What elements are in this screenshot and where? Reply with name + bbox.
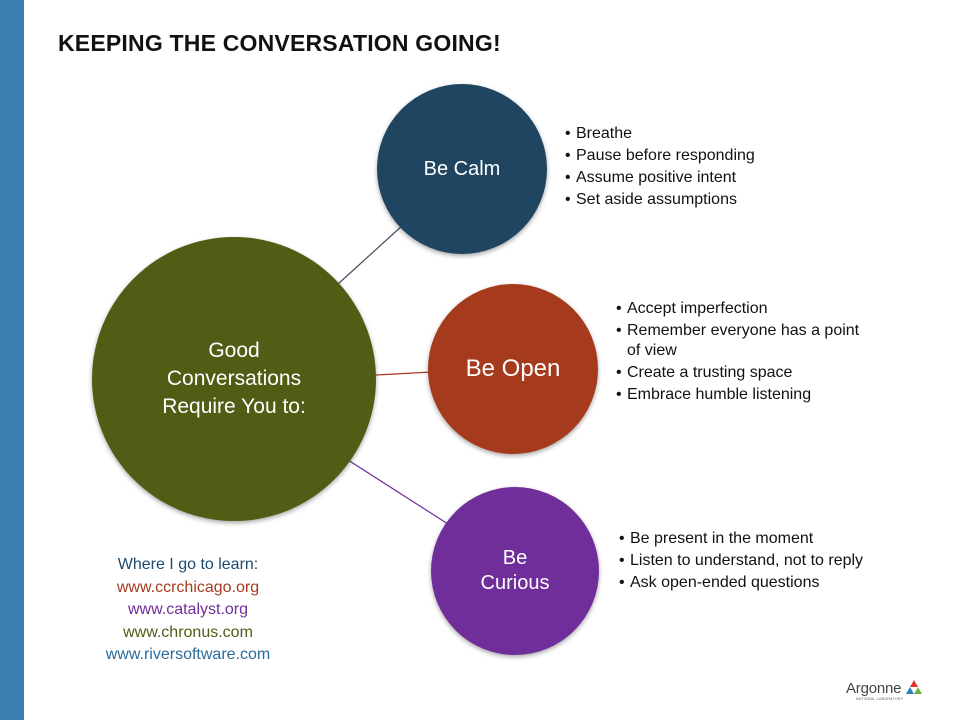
be-curious-circle: Be Curious [431,487,599,655]
logo-wordmark: Argonne [846,680,902,697]
resources-block: Where I go to learn: www.ccrchicago.org … [80,554,296,667]
bullet-item: Remember everyone has a point of view [616,321,866,361]
be-calm-circle: Be Calm [377,84,547,254]
left-accent-band [0,0,24,720]
bullet-item: Breathe [565,124,815,144]
center-circle-label: Good Conversations Require You to: [162,339,306,418]
bullet-item: Ask open-ended questions [619,573,869,593]
be-curious-label: Be Curious [480,547,550,594]
argonne-logo: Argonne NATIONAL LABORATORY [846,680,926,710]
be-open-label: Be Open [465,355,561,382]
be-curious-bullet-list: Be present in the moment Listen to under… [619,529,869,595]
logo-mark-blue [906,687,914,694]
connector-open [375,371,433,376]
be-calm-bullet-list: Breathe Pause before responding Assume p… [565,124,815,212]
connector-curious [347,459,449,525]
bullet-item: Set aside assumptions [565,190,815,210]
resource-link-ccrchicago[interactable]: www.ccrchicago.org [116,578,260,596]
bullet-item: Create a trusting space [616,363,866,383]
bullet-item: Pause before responding [565,146,815,166]
logo-mark-red [910,680,918,687]
slide-title: KEEPING THE CONVERSATION GOING! [58,30,501,56]
bullet-item: Embrace humble listening [616,385,866,405]
argonne-triangle-icon [906,680,922,694]
center-circle: Good Conversations Require You to: [92,237,376,521]
be-calm-label: Be Calm [423,157,501,180]
be-open-bullet-list: Accept imperfection Remember everyone ha… [616,299,866,407]
connector-calm [337,224,404,285]
logo-mark-green [914,687,922,694]
resource-link-riversoftware[interactable]: www.riversoftware.com [105,646,271,663]
resources-heading: Where I go to learn: [117,556,259,573]
logo-subtitle: NATIONAL LABORATORY [856,697,904,701]
resource-link-chronus[interactable]: www.chronus.com [123,623,253,641]
bullet-item: Be present in the moment [619,529,869,549]
bullet-item: Accept imperfection [616,299,866,319]
bullet-item: Assume positive intent [565,168,815,188]
resource-link-catalyst[interactable]: www.catalyst.org [127,601,249,618]
be-open-circle: Be Open [428,284,598,454]
bullet-item: Listen to understand, not to reply [619,551,869,571]
